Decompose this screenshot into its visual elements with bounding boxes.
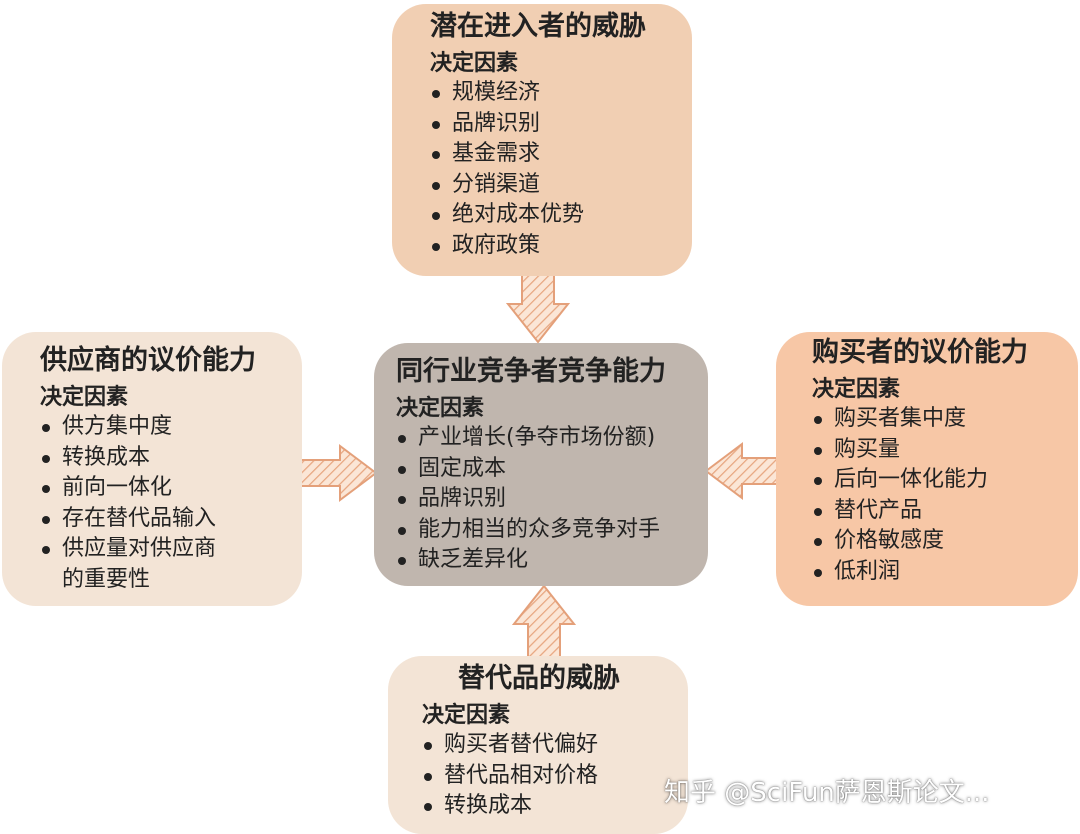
list-item: 政府政策 [430, 231, 670, 262]
potential-entrants-subtitle: 决定因素 [430, 51, 519, 76]
list-item: 替代产品 [812, 496, 1056, 527]
substitutes-box: 替代品的威胁 决定因素 购买者替代偏好 替代品相对价格 转换成本 [388, 656, 688, 834]
list-item: 存在替代品输入 [40, 504, 280, 535]
supplier-power-list: 供方集中度 转换成本 前向一体化 存在替代品输入 供应量对供应商 的重要性 [40, 412, 280, 595]
list-item: 转换成本 [40, 443, 280, 474]
arrow-top-to-center [506, 268, 570, 344]
supplier-power-title: 供应商的议价能力 [40, 345, 256, 376]
list-item: 供方集中度 [40, 412, 280, 443]
buyer-power-box: 购买者的议价能力 决定因素 购买者集中度 购买量 后向一体化能力 替代产品 价格… [776, 332, 1078, 606]
list-item: 品牌识别 [430, 109, 670, 140]
list-item: 前向一体化 [40, 473, 280, 504]
list-item: 能力相当的众多竞争对手 [396, 515, 686, 546]
list-item: 基金需求 [430, 139, 670, 170]
list-item: 品牌识别 [396, 484, 686, 515]
list-item-continuation: 的重要性 [62, 566, 151, 592]
list-item: 替代品相对价格 [422, 761, 666, 792]
list-item: 供应量对供应商 [40, 534, 280, 565]
potential-entrants-title: 潜在进入者的威胁 [430, 11, 646, 42]
list-item: 固定成本 [396, 454, 686, 485]
list-item: 分销渠道 [430, 170, 670, 201]
list-item: 规模经济 [430, 78, 670, 109]
watermark: 知乎 @SciFun萨恩斯论文... [664, 778, 990, 808]
supplier-power-box: 供应商的议价能力 决定因素 供方集中度 转换成本 前向一体化 存在替代品输入 供… [2, 332, 302, 606]
list-item: 低利润 [812, 557, 1056, 588]
list-item: 缺乏差异化 [396, 545, 686, 576]
list-item: 后向一体化能力 [812, 465, 1056, 496]
industry-rivalry-box: 同行业竞争者竞争能力 决定因素 产业增长(争夺市场份额) 固定成本 品牌识别 能… [374, 343, 708, 586]
industry-rivalry-subtitle: 决定因素 [396, 396, 485, 421]
list-item: 价格敏感度 [812, 526, 1056, 557]
list-item: 购买者替代偏好 [422, 730, 666, 761]
industry-rivalry-list: 产业增长(争夺市场份额) 固定成本 品牌识别 能力相当的众多竞争对手 缺乏差异化 [396, 423, 686, 576]
arrow-left-to-center [300, 444, 378, 502]
list-item: 产业增长(争夺市场份额) [396, 423, 686, 454]
potential-entrants-box: 潜在进入者的威胁 决定因素 规模经济 品牌识别 基金需求 分销渠道 绝对成本优势… [392, 4, 692, 276]
buyer-power-title: 购买者的议价能力 [812, 337, 1028, 368]
arrow-bottom-to-center [512, 584, 576, 660]
potential-entrants-list: 规模经济 品牌识别 基金需求 分销渠道 绝对成本优势 政府政策 [430, 78, 670, 261]
arrow-right-to-center [704, 442, 782, 500]
industry-rivalry-title: 同行业竞争者竞争能力 [396, 356, 666, 387]
substitutes-subtitle: 决定因素 [422, 703, 511, 728]
buyer-power-subtitle: 决定因素 [812, 377, 901, 402]
supplier-power-subtitle: 决定因素 [40, 385, 129, 410]
substitutes-title: 替代品的威胁 [458, 663, 620, 694]
list-item: 购买者集中度 [812, 404, 1056, 435]
list-item: 购买量 [812, 435, 1056, 466]
buyer-power-list: 购买者集中度 购买量 后向一体化能力 替代产品 价格敏感度 低利润 [812, 404, 1056, 587]
list-item: 转换成本 [422, 791, 666, 822]
substitutes-list: 购买者替代偏好 替代品相对价格 转换成本 [422, 730, 666, 822]
list-item: 绝对成本优势 [430, 200, 670, 231]
